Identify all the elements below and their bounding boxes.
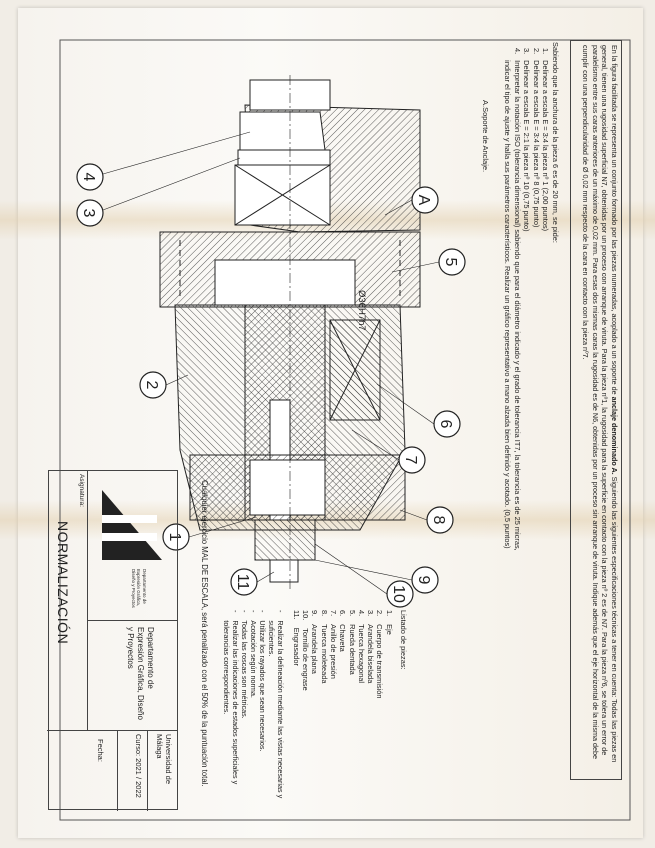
- support-label: A.Soporte de Anclaje.: [481, 100, 490, 173]
- statement-intro: En la figura facilitada se representa un…: [610, 45, 619, 395]
- part-item: 1.Eje: [384, 610, 394, 635]
- question-item: 1.Delinear a escala E = 3:4 la pieza nº …: [541, 48, 551, 232]
- part-item: 9.Arandela plana: [310, 610, 320, 674]
- department-logo-icon: [102, 490, 162, 560]
- svg-text:3: 3: [80, 209, 97, 218]
- statement-support: anclaje denominado A.: [610, 396, 619, 475]
- screw-10: [254, 519, 316, 561]
- balloon-1: 1: [162, 516, 257, 551]
- title-block: Departamento de Expresión Gráfica, Diseñ…: [47, 470, 178, 811]
- balloon-11: 11: [230, 568, 275, 596]
- balloon-5: 5: [391, 248, 466, 276]
- note-item: -Utilizar los rayados que sean necesario…: [258, 610, 267, 752]
- balloon-10: 10: [314, 543, 414, 608]
- subject-name: NORMALIZACIÓN: [55, 521, 71, 645]
- question-item: 4.Interpretar la notación ISO (toleranci…: [503, 48, 522, 551]
- note-item: -Todas las roscas son métricas.: [240, 610, 249, 719]
- balloon-7: 7: [351, 429, 426, 474]
- rotated-sheet-content: En la figura facilitada se representa un…: [40, 30, 630, 820]
- part-item: 5.Rueda dentada: [347, 610, 357, 675]
- subject-label: Asignatura:: [78, 474, 85, 507]
- part-item: 11.Engrasador: [291, 610, 301, 666]
- balloon-6: 6: [376, 383, 461, 438]
- balloon-8: 8: [399, 506, 454, 534]
- svg-text:5: 5: [442, 258, 459, 267]
- svg-text:7: 7: [402, 456, 419, 465]
- question-item: 3.Delinear a escala E = 2:1 la pieza nº …: [522, 48, 532, 232]
- grease-fitting-11: [269, 559, 299, 583]
- balloon-a: A: [384, 186, 439, 216]
- questions-lead: Sabiendo que la anchura de la pieza 6 es…: [551, 42, 560, 243]
- svg-text:4: 4: [80, 173, 97, 182]
- note-item: -Realizar la delineación mediante las vi…: [267, 610, 285, 799]
- part-item: 10.Tornillo de engrase: [301, 610, 311, 691]
- svg-text:A: A: [415, 195, 432, 206]
- part-item: 3.Arandela biselada: [366, 610, 376, 684]
- svg-text:10: 10: [390, 585, 407, 603]
- svg-text:8: 8: [430, 516, 447, 525]
- part-item: 2.Cuerpo de transmisión: [375, 610, 385, 699]
- date-field: Fecha:: [96, 739, 105, 762]
- balloon-3: 3: [76, 157, 241, 227]
- note-item: -Acotación según norma.: [249, 610, 258, 698]
- balloon-9: 9: [314, 559, 439, 594]
- svg-text:6: 6: [437, 420, 454, 429]
- part-item: 7.Anillo de presión: [328, 610, 338, 679]
- svg-text:9: 9: [415, 576, 432, 585]
- subject-cell: Asignatura: NORMALIZACIÓN: [47, 471, 87, 731]
- scale-warning: Cualquier ejercicio MAL DE ESCALA, será …: [200, 480, 209, 787]
- note-item: -Realizar las indicaciones de estados su…: [222, 610, 240, 785]
- university-cell: Universidad de Málaga: [147, 731, 177, 811]
- course-cell: Curso: 2021 / 2022: [117, 731, 147, 811]
- drawing-notes: -Realizar la delineación mediante las vi…: [222, 610, 285, 810]
- logo-cell: Departamento de Expresión Gráfica, Diseñ…: [87, 471, 177, 621]
- part-item: 6.Chaveta: [338, 610, 348, 652]
- logo-text: Departamento de Expresión Gráfica, Diseñ…: [131, 569, 147, 608]
- drawing-border: [59, 39, 631, 821]
- questions: Sabiendo que la anchura de la pieza 6 es…: [502, 42, 560, 562]
- part-item: 4.Tuerca hexagonal: [356, 610, 366, 684]
- svg-text:11: 11: [234, 574, 251, 591]
- department-cell: Departamento de Expresión Gráfica, Diseñ…: [87, 621, 177, 731]
- balloon-4: 4: [76, 131, 251, 191]
- svg-text:1: 1: [166, 533, 183, 542]
- svg-text:2: 2: [143, 381, 160, 390]
- parts-list: Listado de piezas: 1.Eje 2.Cuerpo de tra…: [291, 610, 408, 810]
- problem-statement: En la figura facilitada se representa un…: [570, 40, 622, 780]
- parts-list-title: Listado de piezas:: [399, 610, 408, 670]
- part-item: 8.Tuerca moleteada: [319, 610, 329, 684]
- diameter-dimension: Ø36H7h7: [356, 290, 367, 331]
- balloon-2: 2: [139, 371, 189, 399]
- question-item: 2.Delinear a escala E = 3:4 la pieza nº …: [531, 48, 541, 228]
